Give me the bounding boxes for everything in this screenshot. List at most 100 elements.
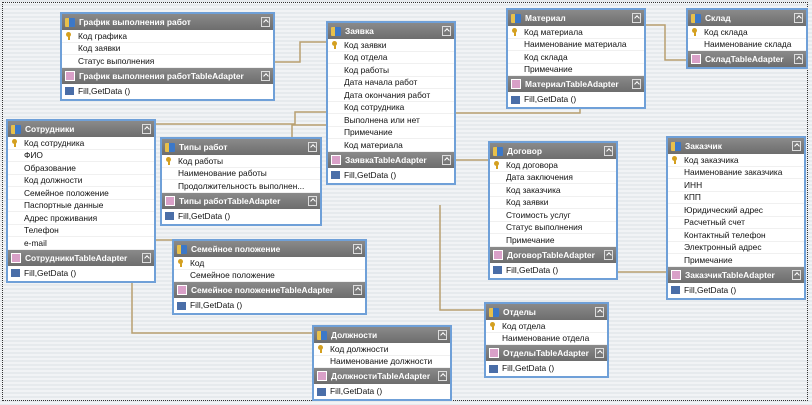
column-row[interactable]: Наименование должности — [314, 356, 450, 368]
table-header[interactable]: Склад — [688, 10, 806, 26]
table-header[interactable]: Договор — [490, 143, 616, 159]
column-row[interactable]: e-mail — [8, 237, 154, 250]
column-row[interactable]: Код материала — [328, 139, 454, 152]
column-row[interactable]: Электронный адрес — [668, 242, 804, 254]
table-header[interactable]: Сотрудники — [8, 121, 154, 137]
collapse-icon[interactable] — [595, 348, 604, 358]
collapse-icon[interactable] — [595, 307, 604, 317]
collapse-icon[interactable] — [442, 154, 451, 165]
collapse-icon[interactable] — [632, 13, 641, 23]
column-row[interactable]: Семейное положение — [174, 270, 365, 282]
column-row[interactable]: Адрес проживания — [8, 212, 154, 225]
column-row[interactable]: Телефон — [8, 225, 154, 237]
column-row[interactable]: Статус выполнения — [62, 55, 273, 68]
collapse-icon[interactable] — [353, 285, 362, 295]
column-row[interactable]: Наименование отдела — [486, 333, 607, 345]
column-row[interactable]: Примечание — [328, 127, 454, 139]
collapse-icon[interactable] — [442, 26, 451, 36]
column-row[interactable]: Код должности — [8, 175, 154, 187]
collapse-icon[interactable] — [261, 17, 270, 27]
column-row[interactable]: Выполнена или нет — [328, 114, 454, 127]
adapter-header[interactable]: ОтделыTableAdapter — [486, 345, 607, 361]
collapse-icon[interactable] — [604, 146, 613, 156]
column-row[interactable]: Семейное положение — [8, 187, 154, 200]
column-row[interactable]: Контактный телефон — [668, 229, 804, 242]
column-row[interactable]: Код работы — [328, 64, 454, 77]
column-row[interactable]: Код отдела — [486, 320, 607, 333]
collapse-icon[interactable] — [308, 195, 317, 206]
collapse-icon[interactable] — [794, 13, 803, 23]
column-row[interactable]: Расчетный счет — [668, 217, 804, 229]
column-row[interactable]: Код графика — [62, 30, 273, 43]
column-row[interactable]: Код заказчика — [668, 154, 804, 167]
table-header[interactable]: График выполнения работ — [62, 14, 273, 30]
column-row[interactable]: Примечание — [668, 254, 804, 267]
adapter-header[interactable]: СкладTableAdapter — [688, 51, 806, 67]
table-header[interactable]: Семейное положение — [174, 241, 365, 257]
collapse-icon[interactable] — [792, 269, 801, 280]
adapter-header[interactable]: Семейное положениеTableAdapter — [174, 282, 365, 298]
adapter-header[interactable]: График выполнения работTableAdapter — [62, 67, 273, 84]
adapter-header[interactable]: ДоговорTableAdapter — [490, 246, 616, 263]
column-row[interactable]: Код отдела — [328, 52, 454, 64]
adapter-header[interactable]: ЗаказчикTableAdapter — [668, 266, 804, 283]
column-row[interactable]: Код работы — [162, 155, 320, 168]
query-row[interactable]: Fill,GetData () — [174, 298, 365, 313]
collapse-icon[interactable] — [632, 79, 641, 89]
table-header[interactable]: Должности — [314, 327, 450, 343]
column-row[interactable]: Код сотрудника — [8, 137, 154, 150]
collapse-icon[interactable] — [142, 124, 151, 134]
column-row[interactable]: Код договора — [490, 159, 616, 172]
collapse-icon[interactable] — [438, 371, 447, 381]
query-row[interactable]: Fill,GetData () — [668, 283, 804, 298]
column-row[interactable]: Дата окончания работ — [328, 89, 454, 102]
adapter-header[interactable]: СотрудникиTableAdapter — [8, 249, 154, 266]
table-header[interactable]: Заявка — [328, 23, 454, 39]
column-row[interactable]: Продолжительность выполнен... — [162, 180, 320, 193]
column-row[interactable]: Код склада — [688, 26, 806, 39]
adapter-header[interactable]: ЗаявкаTableAdapter — [328, 151, 454, 168]
column-row[interactable]: Статус выполнения — [490, 222, 616, 234]
query-row[interactable]: Fill,GetData () — [328, 168, 454, 183]
query-row[interactable]: Fill,GetData () — [486, 361, 607, 376]
column-row[interactable]: Код заявки — [490, 197, 616, 209]
column-row[interactable]: Наименование заказчика — [668, 167, 804, 179]
column-row[interactable]: Код заказчика — [490, 184, 616, 197]
adapter-header[interactable]: Типы работTableAdapter — [162, 192, 320, 209]
adapter-header[interactable]: МатериалTableAdapter — [508, 76, 644, 92]
column-row[interactable]: Наименование склада — [688, 39, 806, 51]
collapse-icon[interactable] — [308, 142, 317, 152]
query-row[interactable]: Fill,GetData () — [490, 263, 616, 278]
column-row[interactable]: Образование — [8, 162, 154, 175]
collapse-icon[interactable] — [261, 70, 270, 81]
collapse-icon[interactable] — [353, 244, 362, 254]
column-row[interactable]: ФИО — [8, 150, 154, 162]
column-row[interactable]: Примечание — [490, 234, 616, 247]
collapse-icon[interactable] — [792, 141, 801, 151]
table-header[interactable]: Типы работ — [162, 139, 320, 155]
query-row[interactable]: Fill,GetData () — [8, 266, 154, 281]
column-row[interactable]: Дата заключения — [490, 172, 616, 184]
column-row[interactable]: Код материала — [508, 26, 644, 39]
collapse-icon[interactable] — [438, 330, 447, 340]
column-row[interactable]: Код склада — [508, 51, 644, 64]
column-row[interactable]: Код сотрудника — [328, 102, 454, 114]
collapse-icon[interactable] — [142, 252, 151, 263]
column-row[interactable]: КПП — [668, 192, 804, 204]
query-row[interactable]: Fill,GetData () — [62, 84, 273, 99]
column-row[interactable]: Код заявки — [328, 39, 454, 52]
collapse-icon[interactable] — [794, 54, 803, 64]
column-row[interactable]: Паспортные данные — [8, 200, 154, 212]
collapse-icon[interactable] — [604, 249, 613, 260]
table-header[interactable]: Отделы — [486, 304, 607, 320]
column-row[interactable]: Дата начала работ — [328, 77, 454, 89]
